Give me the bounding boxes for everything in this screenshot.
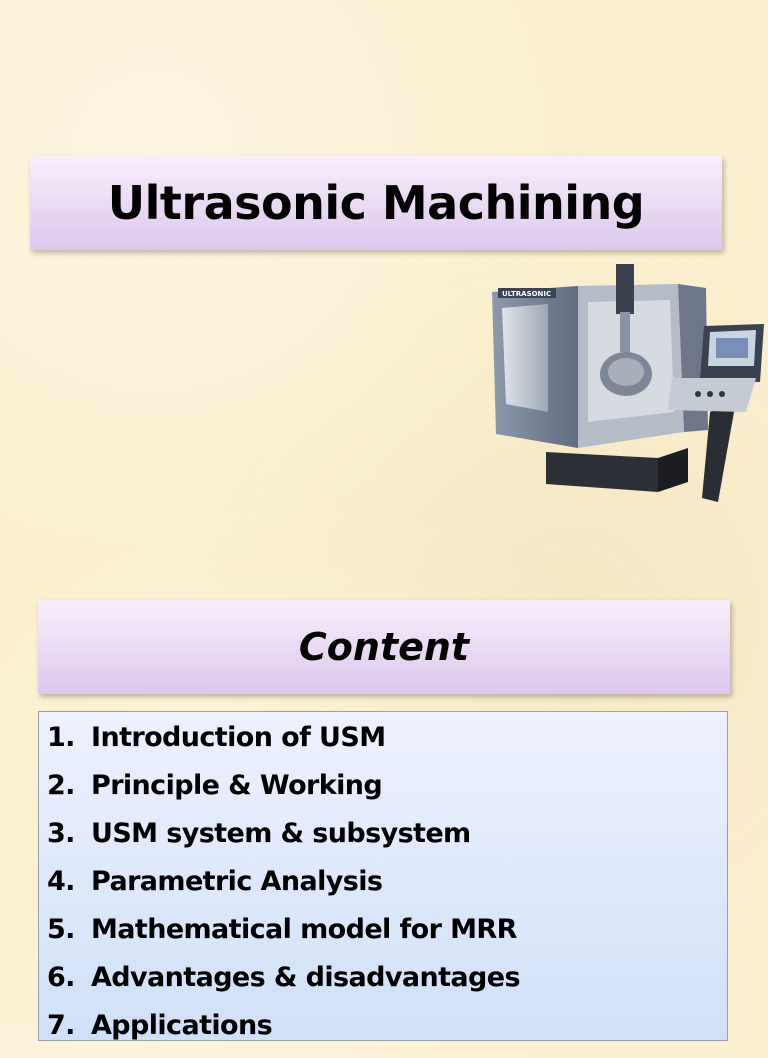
- list-item: 7. Applications: [47, 1010, 727, 1058]
- list-item-label: Advantages & disadvantages: [91, 962, 521, 993]
- content-heading-banner: Content: [38, 600, 730, 694]
- list-item-label: Introduction of USM: [91, 722, 386, 753]
- list-item-label: Parametric Analysis: [91, 866, 383, 897]
- list-item-number: 7.: [47, 1010, 75, 1041]
- list-item-number: 6.: [47, 962, 75, 993]
- ultrasonic-machine-illustration-icon: ULTRASONIC: [492, 264, 764, 502]
- title-banner: Ultrasonic Machining: [30, 156, 722, 250]
- list-item-label: Principle & Working: [91, 770, 383, 801]
- list-item-number: 4.: [47, 866, 75, 897]
- list-item-number: 2.: [47, 770, 75, 801]
- content-list: 1. Introduction of USM 2. Principle & Work…: [39, 712, 727, 1058]
- list-item-label: USM system & subsystem: [91, 818, 471, 849]
- content-heading: Content: [298, 625, 470, 669]
- list-item-label: Mathematical model for MRR: [91, 914, 517, 945]
- list-item-label: Applications: [91, 1010, 273, 1041]
- list-item-number: 5.: [47, 914, 75, 945]
- list-item: 5. Mathematical model for MRR: [47, 914, 727, 962]
- content-list-box: 1. Introduction of USM 2. Principle & Work…: [38, 711, 728, 1041]
- list-item: 1. Introduction of USM: [47, 722, 727, 770]
- list-item: 4. Parametric Analysis: [47, 866, 727, 914]
- list-item: 3. USM system & subsystem: [47, 818, 727, 866]
- list-item-number: 3.: [47, 818, 75, 849]
- ultrasonic-machine-image: ULTRASONIC: [488, 262, 768, 507]
- list-item: 6. Advantages & disadvantages: [47, 962, 727, 1010]
- svg-text:ULTRASONIC: ULTRASONIC: [502, 290, 551, 298]
- list-item: 2. Principle & Working: [47, 770, 727, 818]
- list-item-number: 1.: [47, 722, 75, 753]
- slide-title: Ultrasonic Machining: [107, 176, 645, 230]
